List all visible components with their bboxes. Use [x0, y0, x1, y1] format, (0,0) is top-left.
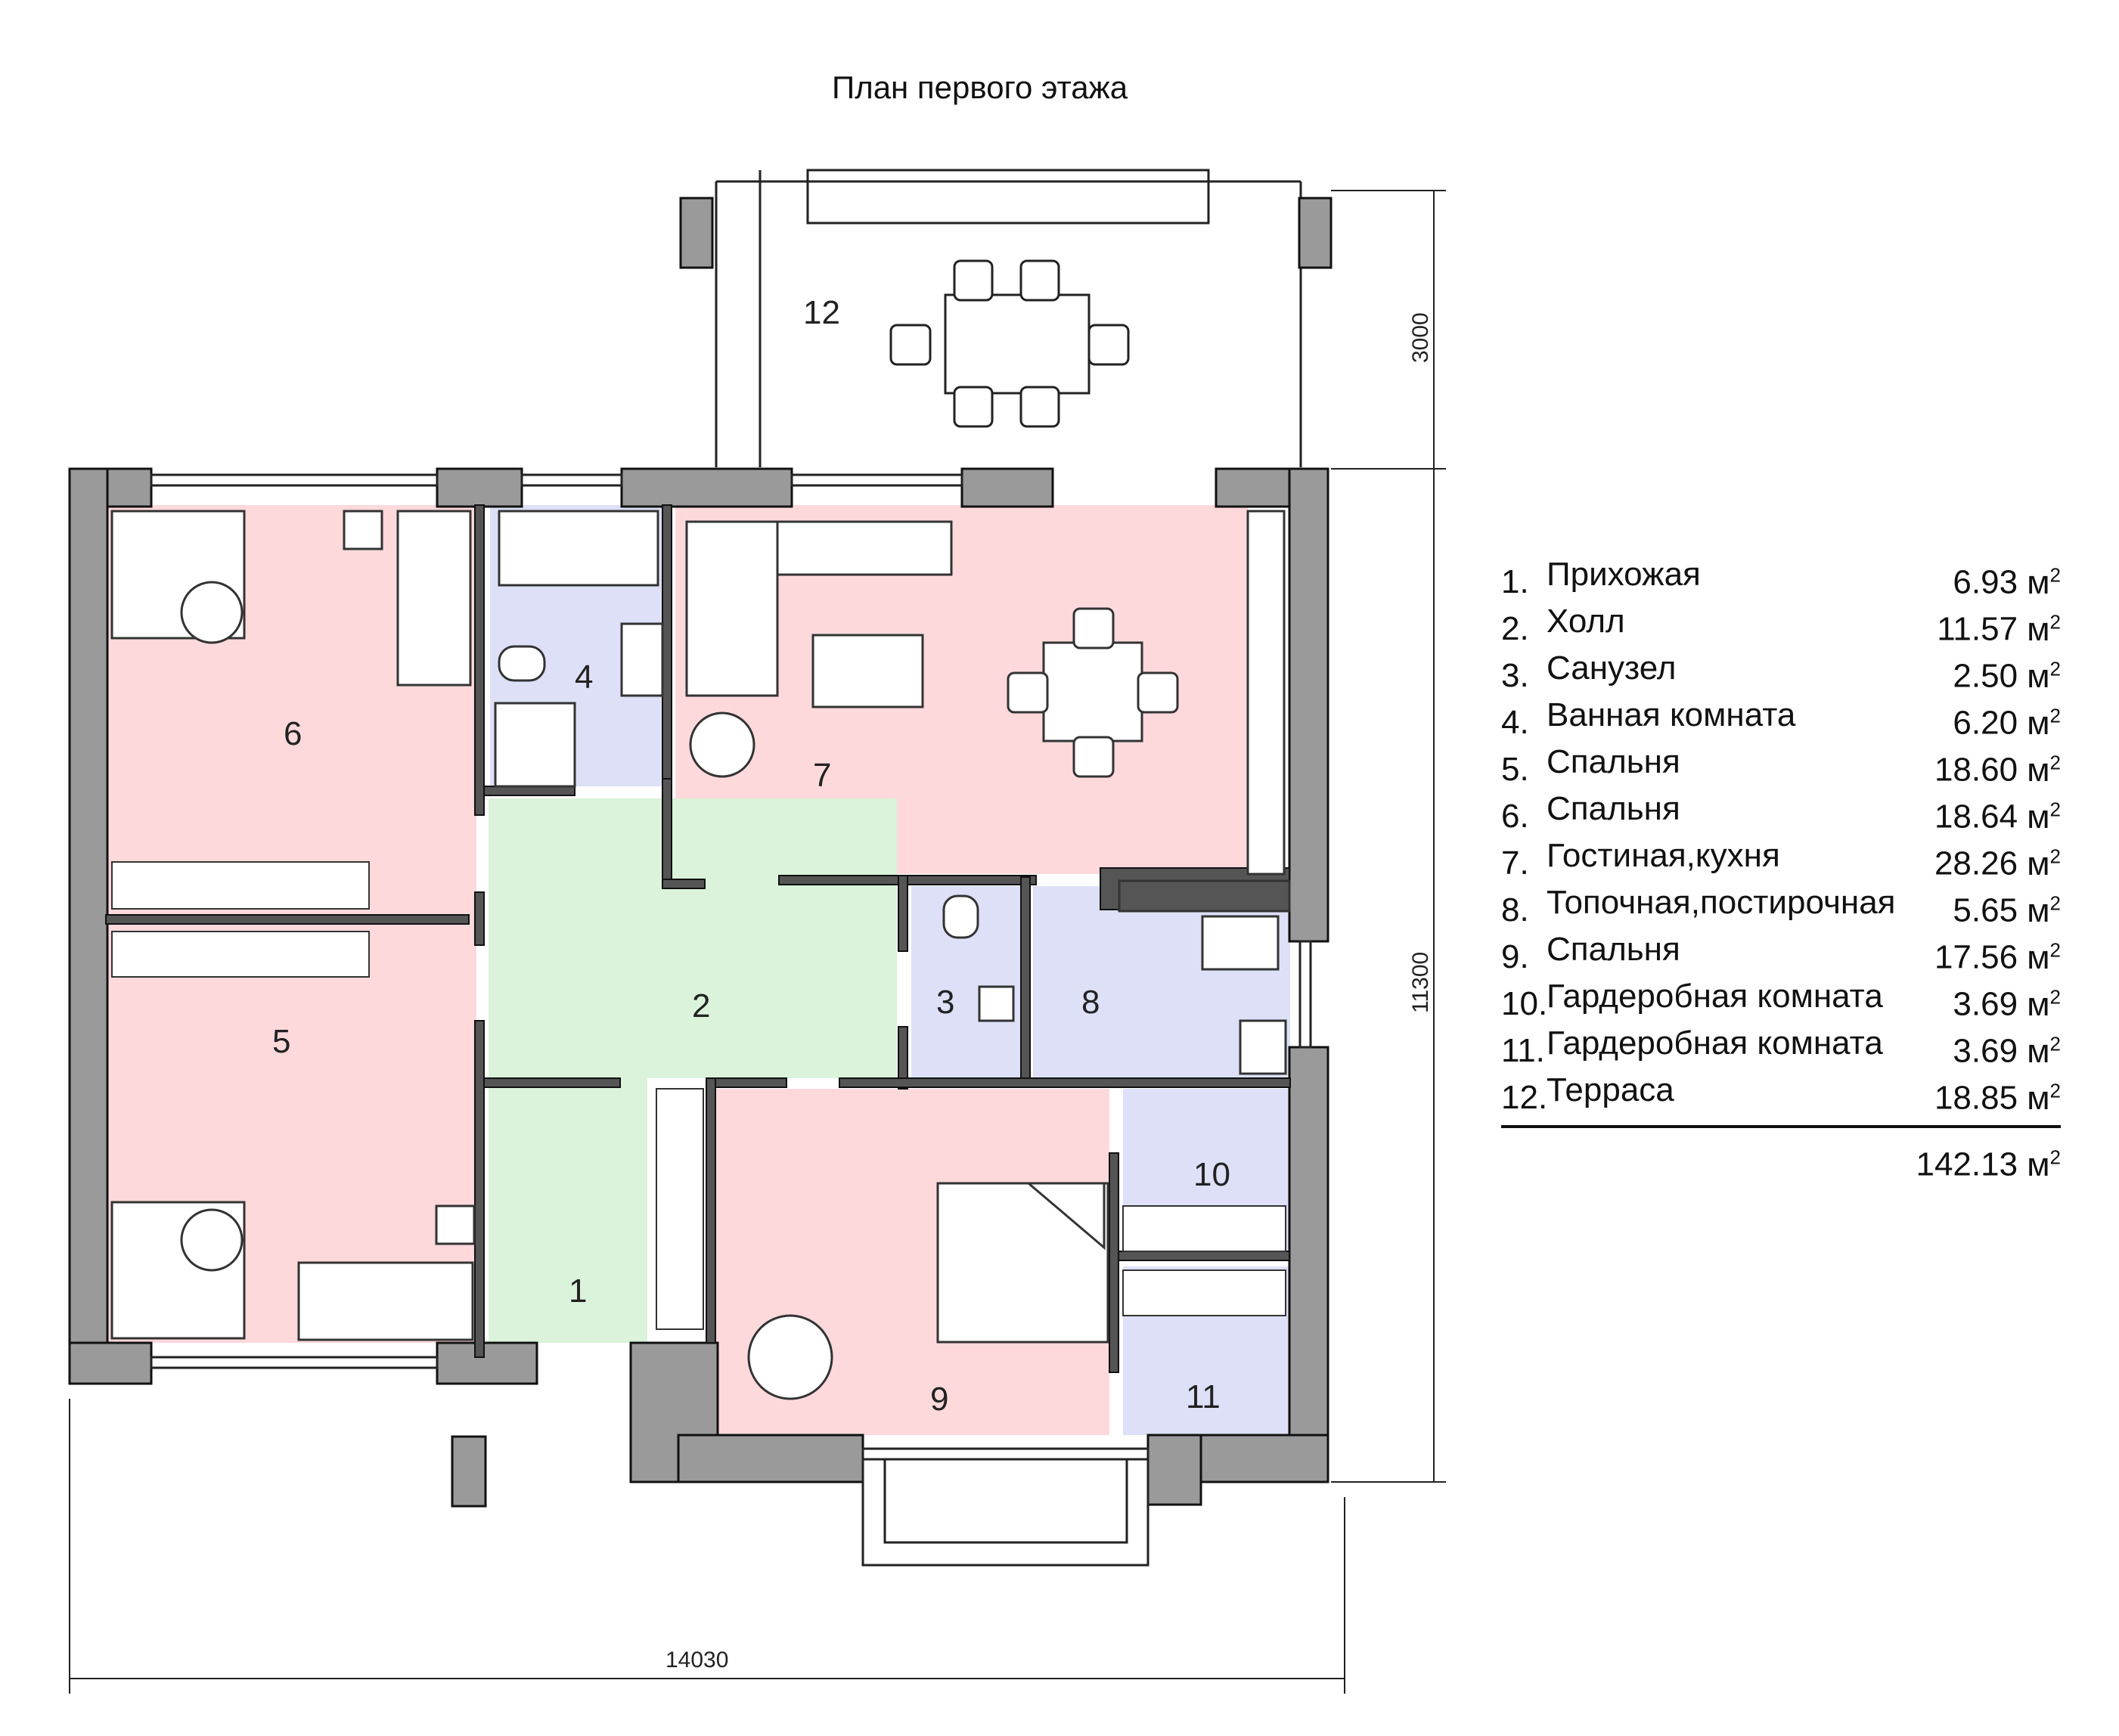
terrace: [715, 169, 1302, 467]
legend-name: Спальня: [1547, 790, 1680, 827]
legend-no: 4.: [1501, 704, 1529, 741]
legend-no: 11.: [1501, 1032, 1545, 1069]
legend-area: 3.69 м2: [1953, 1032, 2061, 1070]
legend-area: 2.50 м2: [1953, 657, 2061, 695]
room-num: 6: [284, 715, 302, 752]
dimension-height-main: 11300: [1408, 952, 1433, 1013]
legend-name: Гардеробная комната: [1547, 1025, 1883, 1062]
legend-row: 6. Спальня 18.64 м2: [1501, 790, 2061, 837]
room-num: 12: [803, 294, 840, 331]
legend-area: 17.56 м2: [1934, 938, 2061, 976]
legend-row: 8. Топочная,постирочная 5.65 м2: [1501, 884, 2061, 931]
legend-row: 7. Гостиная,кухня 28.26 м2: [1501, 837, 2061, 884]
room-num: 8: [1081, 984, 1100, 1021]
legend-no: 2.: [1501, 610, 1529, 647]
furniture-bedroom-9: [747, 1182, 1109, 1400]
legend-no: 7.: [1501, 845, 1529, 882]
legend-name: Терраса: [1547, 1071, 1674, 1108]
room-num: 3: [936, 984, 954, 1021]
room-1-fill: [489, 1078, 647, 1343]
legend-row: 5. Спальня 18.60 м2: [1501, 743, 2061, 790]
room-2-fill: [489, 798, 897, 1078]
room-num: 5: [272, 1023, 290, 1060]
dimension-lines: [69, 190, 1446, 1694]
pillar-right: [1298, 197, 1333, 269]
room-num: 1: [569, 1273, 587, 1310]
terrace-pillars: [679, 197, 1333, 269]
legend-area: 11.57 м2: [1937, 610, 2061, 648]
dimension-height-terrace: 3000: [1408, 312, 1433, 363]
furniture-bathroom: [494, 510, 664, 788]
legend-name: Гардеробная комната: [1547, 978, 1883, 1015]
legend-no: 3.: [1501, 657, 1529, 694]
legend-name: Санузел: [1547, 649, 1677, 687]
terrace-table: [889, 259, 1130, 428]
furniture-bedroom-6: [110, 510, 472, 687]
legend-no: 8.: [1501, 891, 1529, 928]
legend-row: 2. Холл 11.57 м2: [1501, 603, 2061, 649]
legend-row: 1. Прихожая 6.93 м2: [1501, 556, 2061, 603]
legend-name: Топочная,постирочная: [1547, 884, 1896, 921]
legend-area: 28.26 м2: [1934, 845, 2061, 882]
legend-row: 12.Терраса 18.85 м2: [1501, 1071, 2061, 1118]
pillar-left: [679, 197, 714, 269]
legend-no: 1.: [1501, 563, 1529, 600]
room-num: 10: [1193, 1156, 1230, 1193]
legend-no: 6.: [1501, 798, 1529, 835]
legend-divider: [1501, 1125, 2061, 1128]
furniture-bedroom-5: [110, 1201, 476, 1341]
legend-row: 3. Санузел 2.50 м2: [1501, 649, 2061, 696]
legend-area: 5.65 м2: [1953, 891, 2061, 929]
room-num: 7: [813, 757, 831, 794]
legend-name: Спальня: [1547, 743, 1680, 780]
legend-name: Ванная комната: [1547, 696, 1796, 733]
legend-total: 142.13 м2: [1916, 1145, 2061, 1183]
room-num: 9: [930, 1381, 948, 1418]
legend-row: 4. Ванная комната 6.20 м2: [1501, 696, 2061, 743]
room-num: 4: [575, 659, 593, 696]
furniture-wc-laundry: [942, 894, 1287, 1075]
legend-no: 10.: [1501, 985, 1548, 1022]
legend-area: 6.20 м2: [1953, 704, 2061, 742]
room-num: 2: [692, 987, 710, 1025]
legend-name: Спальня: [1547, 931, 1680, 968]
plan-title: План первого этажа: [832, 70, 1128, 105]
legend-area: 18.85 м2: [1934, 1079, 2061, 1117]
legend-area: 18.60 м2: [1934, 751, 2061, 789]
legend-row: 10.Гардеробная комната 3.69 м2: [1501, 978, 2061, 1025]
inner-walls: [105, 504, 1291, 1373]
walls: [68, 467, 1329, 1508]
legend-name: Гостиная,кухня: [1547, 837, 1780, 874]
room-legend: 1. Прихожая 6.93 м2 2. Холл 11.57 м2 3. Сануз…: [1501, 556, 2061, 1118]
room-labels: 1 2 3 4 5 6 7 8 9 10 11 12: [272, 294, 1230, 1418]
legend-row: 11.Гардеробная комната 3.69 м2: [1501, 1025, 2061, 1071]
legend-area: 3.69 м2: [1953, 985, 2061, 1023]
dimension-width: 14030: [665, 1648, 728, 1672]
legend-no: 12.: [1501, 1079, 1548, 1116]
legend-row: 9. Спальня 17.56 м2: [1501, 931, 2061, 978]
windows: [150, 473, 1312, 1567]
legend-area: 6.93 м2: [1953, 563, 2061, 601]
legend-name: Холл: [1547, 603, 1625, 640]
room-num: 11: [1186, 1378, 1221, 1415]
furniture-living: [685, 510, 1291, 913]
wardrobes: [111, 861, 1286, 1330]
legend-no: 9.: [1501, 938, 1529, 975]
legend-name: Прихожая: [1547, 556, 1701, 593]
legend-no: 5.: [1501, 751, 1529, 788]
legend-area: 18.64 м2: [1934, 798, 2061, 835]
